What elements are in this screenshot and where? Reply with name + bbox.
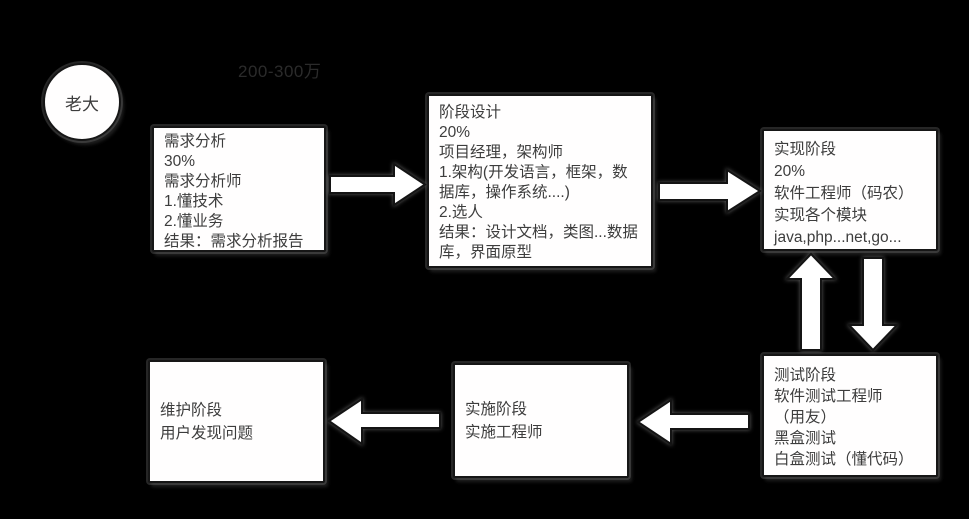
node-text-line: 1.架构(开发语言，框架，数据库，操作系统....) xyxy=(439,164,628,201)
node-text-line: 实施阶段 xyxy=(465,400,528,418)
arrow-right-design-to-implementation-icon xyxy=(658,168,762,214)
arrow-left-deployment-to-maintenance-icon xyxy=(327,397,441,446)
node-text-line: 黑盒测试 xyxy=(774,430,837,447)
node-text-line: 实施工程师 xyxy=(465,423,543,441)
flow-node-design-phase: 阶段设计 20% 项目经理，架构师 1.架构(开发语言，框架，数据库，操作系统....… xyxy=(427,94,653,268)
flow-node-deployment-phase: 实施阶段实施工程师 xyxy=(453,363,629,478)
arrow-down-implementation-to-testing-icon xyxy=(846,257,900,352)
node-text-line: 2.懂业务 xyxy=(164,213,224,230)
node-text-line: 2.选人 xyxy=(439,204,483,221)
node-text-line: （用友） xyxy=(774,409,837,426)
arrow-up-testing-to-implementation-icon xyxy=(784,252,838,351)
node-text-line: 白盒测试（懂代码） xyxy=(774,451,914,468)
flow-node-requirements-analysis: 需求分析 30% 需求分析师 1.懂技术 2.懂业务结果：需求分析报告 xyxy=(152,126,326,252)
node-text-line: 阶段设计 xyxy=(439,104,502,121)
actor-boss-label: 老大 xyxy=(65,94,99,114)
node-text-line: 软件测试工程师 xyxy=(774,388,883,405)
node-text-line: 结果：设计文档，类图...数据库，界面原型 xyxy=(439,224,638,261)
node-text-line: 需求分析 xyxy=(164,133,227,150)
budget-annotation: 200-300万 xyxy=(238,62,322,81)
node-text-line: 实现各个模块 xyxy=(774,207,868,224)
node-text-line: 30% xyxy=(164,153,196,170)
flow-node-maintenance-phase: 维护阶段用户发现问题 xyxy=(148,360,325,483)
flow-node-testing-phase: 测试阶段软件测试工程师 （用友） 黑盒测试白盒测试（懂代码） xyxy=(762,354,938,477)
node-text-line: 20% xyxy=(774,163,806,180)
arrow-left-testing-to-deployment-icon xyxy=(636,398,750,446)
node-text-line: 测试阶段 xyxy=(774,367,837,384)
node-text-line: 实现阶段 xyxy=(774,141,837,158)
node-text-line: 项目经理，架构师 xyxy=(439,144,564,161)
node-text-line: java,php...net,go... xyxy=(774,229,902,246)
actor-boss-circle: 老大 xyxy=(43,63,121,141)
node-text-line: 需求分析师 xyxy=(164,173,242,190)
node-text-line: 结果：需求分析报告 xyxy=(164,233,304,250)
flow-node-implementation-phase: 实现阶段 20% 软件工程师（码农） 实现各个模块 java,php...net,go.… xyxy=(762,129,938,251)
node-text-line: 1.懂技术 xyxy=(164,193,224,210)
node-text-line: 软件工程师（码农） xyxy=(774,185,914,202)
node-text-line: 用户发现问题 xyxy=(160,424,254,442)
node-text-line: 20% xyxy=(439,124,471,141)
node-text-line: 维护阶段 xyxy=(160,401,223,419)
arrow-right-requirements-to-design-icon xyxy=(329,162,427,207)
